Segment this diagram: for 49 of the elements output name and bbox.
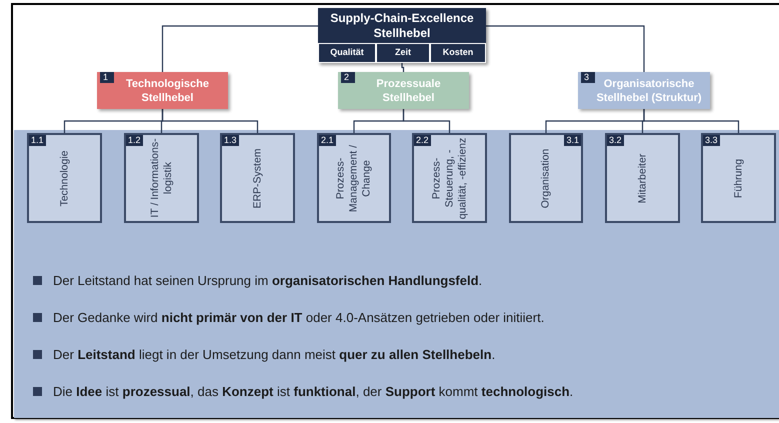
category-title: Technologische Stellhebel — [125, 76, 210, 104]
header-title: Supply-Chain-Excellence Stellhebel — [329, 10, 475, 42]
lever-label: ERP-System — [251, 146, 264, 210]
number-badge: 1.3 — [222, 135, 239, 146]
lever-box — [27, 133, 102, 223]
number-badge: 3 — [581, 72, 595, 83]
category-box — [338, 72, 469, 109]
category-title: Organisatorische Stellhebel (Struktur) — [596, 76, 702, 104]
category-box — [578, 72, 710, 109]
number-badge: 2.2 — [414, 135, 431, 146]
category-title: Prozessuale Stellhebel — [375, 76, 442, 104]
connector-line — [162, 109, 258, 133]
category-box — [97, 72, 228, 109]
lever-box — [124, 133, 199, 223]
header-cell: Zeit — [376, 43, 430, 63]
number-badge: 1.1 — [29, 135, 46, 146]
number-badge: 2.1 — [319, 135, 336, 146]
lever-label: Prozess-Steuerung, -qualität, -effizienz — [430, 136, 469, 221]
connector-line — [401, 63, 404, 72]
connector-line — [486, 25, 645, 72]
lever-box — [317, 133, 391, 223]
lever-box — [605, 133, 680, 223]
lever-label: Organisation — [540, 147, 552, 210]
header-box — [318, 8, 486, 63]
lever-box — [701, 133, 776, 223]
bullet-text: Der Leitstand hat seinen Ursprung im organisatorischen Handlungsfeld. — [53, 272, 482, 289]
lever-label: Mitarbeiter — [636, 152, 649, 205]
lever-box — [509, 133, 583, 223]
number-badge: 3.1 — [564, 135, 581, 146]
connector-line — [162, 25, 318, 72]
number-badge: 3.2 — [607, 135, 624, 146]
lever-box — [412, 133, 487, 223]
bullet-text: Der Gedanke wird nicht primär von der IT oder 4.0-Ansätzen getrieben oder initiiert. — [53, 309, 544, 326]
connector-line — [402, 109, 450, 133]
lever-label: IT / Informations-logistik — [148, 137, 174, 220]
lever-label: Führung — [732, 157, 745, 200]
number-badge: 2 — [341, 72, 355, 83]
number-badge: 1.2 — [126, 135, 143, 146]
panel-background — [14, 130, 779, 418]
bullet-text: Die Idee ist prozessual, das Konzept ist funktional, der Support kommt technologisch. — [53, 383, 574, 400]
lever-label: Technologie — [58, 148, 71, 208]
connector-line — [643, 109, 740, 133]
header-cell: Qualität — [318, 43, 376, 63]
number-badge: 3.3 — [703, 135, 720, 146]
lever-label: Prozess-Management / Change — [334, 143, 374, 214]
number-badge: 1 — [100, 72, 114, 83]
bullet-text: Der Leitstand liegt in der Umsetzung dann meist quer zu allen Stellhebeln. — [53, 346, 496, 363]
lever-box — [220, 133, 295, 223]
header-cell: Kosten — [430, 43, 486, 63]
